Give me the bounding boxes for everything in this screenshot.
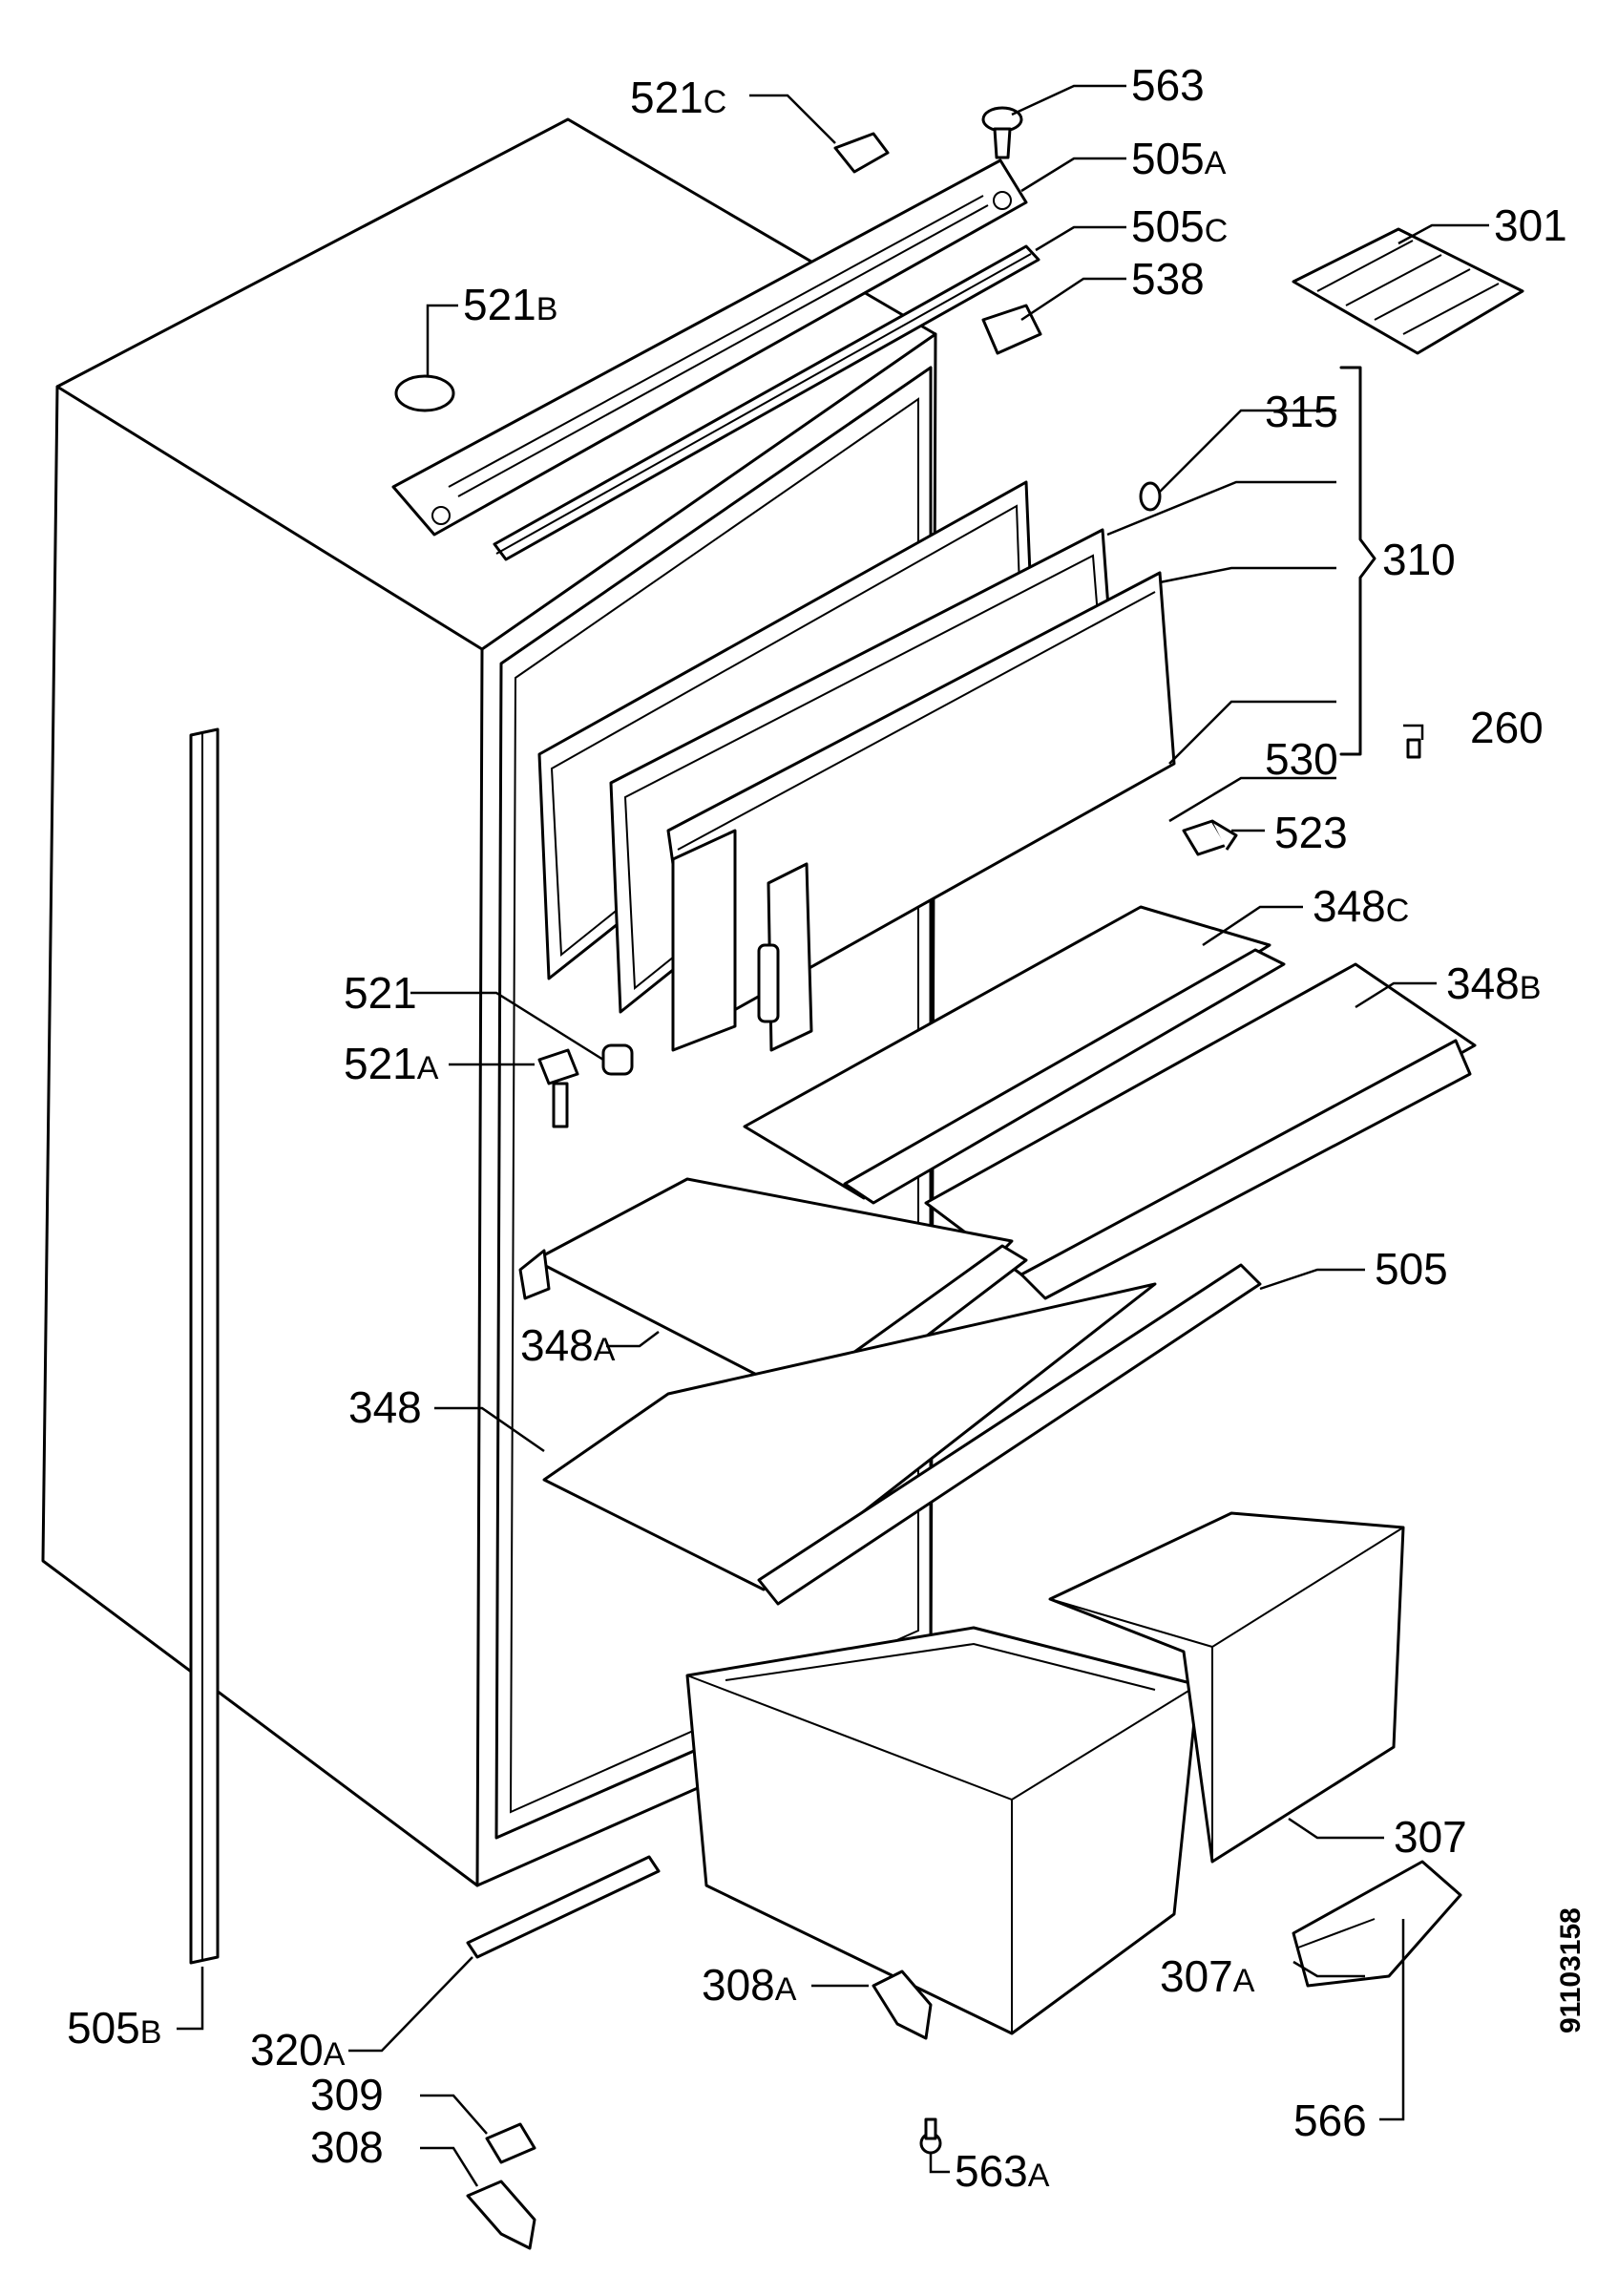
callout-307: 307 — [1394, 1812, 1467, 1862]
callout-348: 348 — [348, 1382, 422, 1432]
callout-309: 309 — [310, 2070, 384, 2119]
callout-538: 538 — [1131, 254, 1205, 304]
callout-348c: 348C — [1313, 881, 1409, 931]
bracket-308a — [872, 1970, 933, 2040]
callout-315: 315 — [1265, 387, 1338, 436]
callout-348b: 348B — [1446, 958, 1541, 1008]
fastener-315 — [1139, 481, 1162, 512]
door-handle — [671, 829, 813, 1052]
callout-310: 310 — [1382, 535, 1456, 584]
callout-301: 301 — [1494, 200, 1567, 250]
pin-521a — [537, 1048, 579, 1128]
door-seal-strip — [189, 727, 220, 1965]
callout-563: 563 — [1131, 60, 1205, 110]
callout-505a: 505A — [1131, 134, 1227, 183]
callout-521b: 521B — [463, 280, 557, 329]
callout-530: 530 — [1265, 734, 1338, 784]
pin-563a — [919, 2117, 942, 2155]
kick-plate-320a — [466, 1855, 661, 1959]
callout-348a: 348A — [520, 1320, 616, 1370]
top-hinge-plate — [391, 158, 1028, 537]
callout-320a: 320A — [250, 2025, 346, 2075]
crisper-drawer-307a — [685, 1626, 1200, 2035]
callout-523: 523 — [1274, 808, 1348, 857]
lamp-523 — [1182, 819, 1238, 856]
scraper-566 — [1292, 1860, 1462, 1988]
top-seal-strip — [493, 244, 1040, 561]
shelf-348c — [743, 905, 1286, 1205]
ice-cube-tray — [1292, 227, 1524, 355]
leader-lines — [177, 84, 1489, 2187]
callout-308: 308 — [310, 2122, 384, 2172]
callout-521: 521 — [344, 968, 417, 1018]
callout-505b: 505B — [67, 2003, 161, 2053]
callout-505: 505 — [1375, 1244, 1448, 1294]
clip-260 — [1406, 738, 1421, 759]
callout-563a: 563A — [955, 2146, 1050, 2196]
callout-521c: 521C — [630, 73, 726, 122]
hinge-pin-563 — [981, 106, 1023, 159]
callout-260: 260 — [1470, 703, 1544, 752]
callout-566: 566 — [1293, 2096, 1367, 2145]
bracket-308 — [466, 2180, 536, 2250]
document-id: 91103158 — [1555, 1907, 1586, 2033]
crisper-drawer-307 — [1048, 1511, 1405, 1864]
callout-labels: 521C 563 505A 505C 301 521B 538 315 310 … — [67, 60, 1567, 2196]
shelf-348 — [542, 1263, 1262, 1606]
bushing-521 — [601, 1043, 634, 1076]
group-bracket-310 — [1339, 366, 1376, 756]
cap-309 — [485, 2122, 536, 2164]
callout-521a: 521A — [344, 1039, 439, 1088]
callout-308a: 308A — [702, 1960, 797, 2010]
hinge-cap-521b — [394, 374, 455, 412]
callout-505c: 505C — [1131, 201, 1228, 251]
callout-307a: 307A — [1160, 1951, 1255, 2001]
hinge-cap-521c — [833, 132, 890, 174]
